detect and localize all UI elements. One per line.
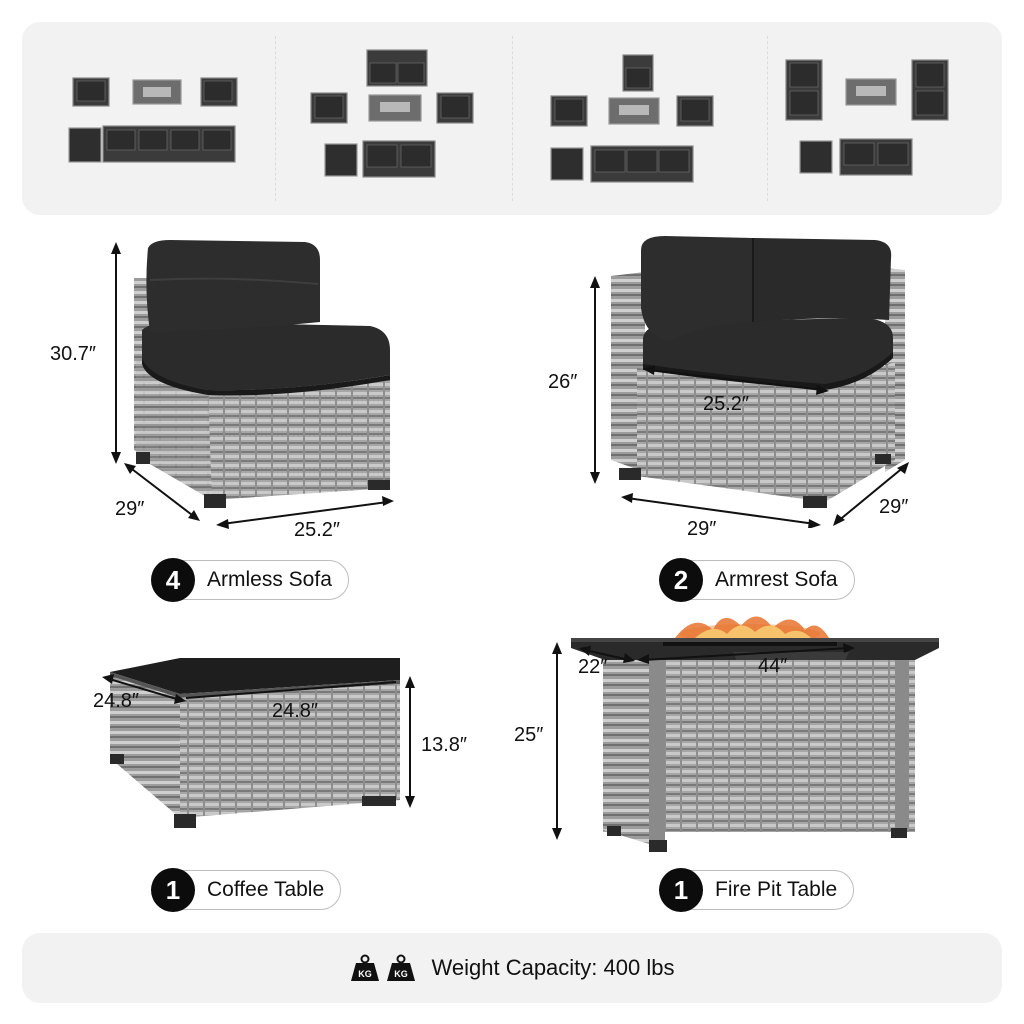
armless-sofa-label: 4 Armless Sofa [151, 558, 349, 602]
svg-text:KG: KG [394, 969, 408, 979]
firepit-qty-badge: 1 [659, 868, 703, 912]
armrest-sofa-label: 2 Armrest Sofa [659, 558, 855, 602]
layout-options-panel [22, 22, 1002, 215]
armless-width-label: 25.2″ [294, 519, 341, 541]
coffee-name: Coffee Table [207, 878, 325, 901]
layout-2-diagram [310, 49, 474, 178]
armless-depth-label: 29″ [115, 498, 145, 520]
armrest-width-label: 29″ [687, 518, 717, 540]
weight-kg-icon: KG [350, 954, 379, 981]
armless-name: Armless Sofa [207, 568, 332, 591]
layout-divider [767, 36, 768, 201]
coffee-table-label: 1 Coffee Table [151, 868, 342, 912]
weight-capacity-text: Weight Capacity: 400 lbs [431, 955, 675, 980]
armrest-height-label: 26″ [548, 371, 578, 393]
firepit-name: Fire Pit Table [715, 878, 838, 901]
coffee-qty-badge: 1 [151, 868, 195, 912]
firepit-height-label: 25″ [514, 724, 544, 746]
weight-capacity-bar: KG KG Weight Capacity: 400 lbs [22, 933, 1002, 1003]
armless-sofa-illustration [111, 240, 394, 529]
layout-4-diagram [785, 59, 949, 176]
armless-qty-badge: 4 [151, 558, 195, 602]
layout-1-diagram [68, 77, 238, 163]
fire-pit-table-label: 1 Fire Pit Table [659, 868, 855, 912]
armless-height-label: 30.7″ [50, 343, 97, 365]
fire-pit-table-illustration [552, 616, 939, 852]
coffee-width-label: 24.8″ [272, 700, 319, 722]
layout-3-diagram [550, 54, 714, 183]
armrest-depth-label: 29″ [879, 496, 909, 518]
svg-text:KG: KG [358, 969, 372, 979]
coffee-depth-label: 24.8″ [93, 690, 140, 712]
armrest-sofa-illustration [590, 236, 909, 528]
coffee-height-label: 13.8″ [421, 734, 468, 756]
coffee-table-illustration [102, 658, 415, 828]
firepit-depth-label: 22″ [578, 656, 608, 678]
firepit-width-label: 44″ [758, 655, 788, 677]
armrest-name: Armrest Sofa [715, 568, 838, 591]
armrest-seat-width-label: 25.2″ [703, 393, 750, 415]
armrest-qty-badge: 2 [659, 558, 703, 602]
layout-divider [275, 36, 276, 201]
layout-divider [512, 36, 513, 201]
weight-kg-icon: KG [386, 954, 415, 981]
